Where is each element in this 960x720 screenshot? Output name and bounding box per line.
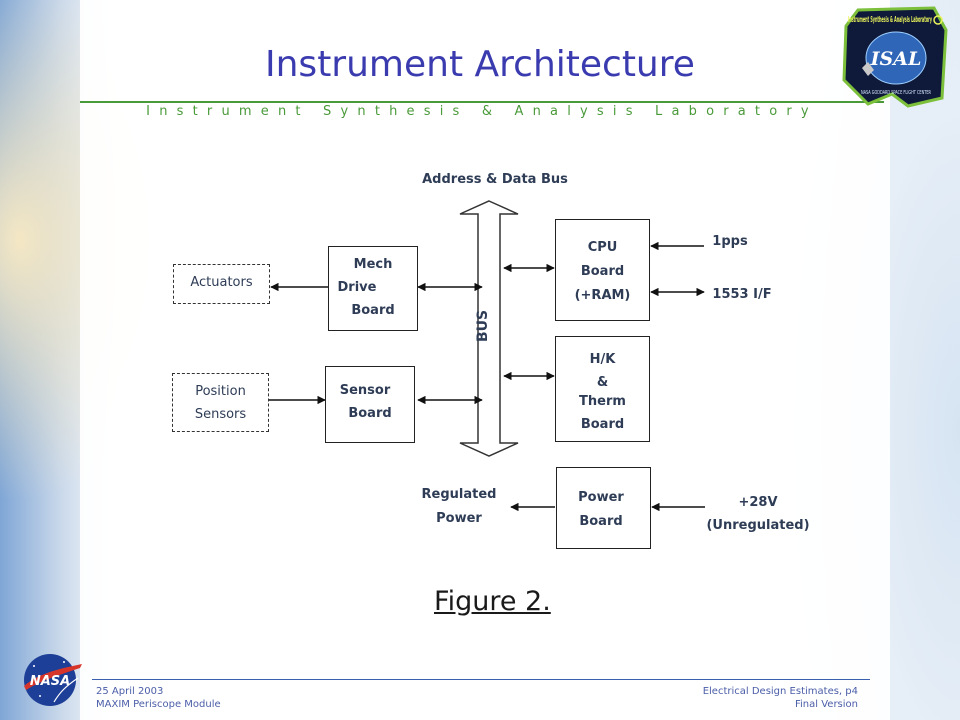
cpu-board-line1: CPU [587, 240, 618, 255]
input-power-line1: +28V [738, 495, 778, 510]
isal-logo: ISAL Instrument Synthesis & Analysis Lab… [842, 6, 948, 108]
lab-subtitle: Instrument Synthesis & Analysis Laborato… [146, 104, 818, 119]
bus-header: Address & Data Bus [422, 172, 568, 187]
footer-version: Final Version [795, 699, 858, 710]
regulated-power-line1: Regulated [421, 487, 497, 502]
hk-therm-board: H/K & Therm Board [555, 336, 650, 442]
regulated-power-line2: Power [436, 511, 482, 526]
bus-label: BUS [475, 309, 491, 342]
pps-label: 1pps [712, 234, 748, 249]
slide-title: Instrument Architecture [265, 44, 695, 85]
position-sensors-box: Position Sensors [172, 373, 269, 432]
footer-date: 25 April 2003 [96, 686, 164, 697]
power-board: Power Board [556, 467, 651, 549]
cpu-board-line3: (+RAM) [574, 288, 631, 303]
hk-line4: Board [580, 417, 625, 432]
mech-drive-line2: Drive [337, 280, 377, 295]
isal-logo-ring-text: Instrument Synthesis & Analysis Laborato… [848, 15, 932, 24]
footer-project: MAXIM Periscope Module [96, 699, 221, 710]
footer-right: Electrical Design Estimates, p4 Final Ve… [703, 685, 858, 711]
actuators-box: Actuators [173, 264, 270, 304]
footer-section: Electrical Design Estimates, p4 [702, 686, 858, 697]
position-sensors-line2: Sensors [194, 407, 247, 422]
cpu-board-line2: Board [580, 264, 625, 279]
sensor-board-line1: Sensor [339, 383, 391, 398]
hk-line1: H/K [589, 352, 616, 367]
nasa-logo-text: NASA [30, 674, 70, 689]
hk-line2: & [596, 375, 609, 390]
nasa-logo: NASA [24, 654, 82, 706]
input-power-line2: (Unregulated) [706, 518, 810, 533]
footer-rule [92, 679, 870, 680]
bus-arrow [459, 200, 519, 457]
mech-drive-board: Mech Drive Board [328, 246, 418, 331]
cpu-board: CPU Board (+RAM) [555, 219, 650, 321]
sensor-board: Sensor Board [325, 366, 415, 443]
power-board-line1: Power [578, 490, 624, 505]
interface-1553-label: 1553 I/F [712, 287, 772, 302]
footer-left: 25 April 2003 MAXIM Periscope Module [96, 685, 221, 711]
hk-line3: Therm [579, 394, 626, 409]
isal-logo-lower-text: NASA GODDARD SPACE FLIGHT CENTER [861, 90, 931, 96]
position-sensors-line1: Position [195, 384, 246, 399]
mech-drive-line3: Board [351, 303, 395, 318]
isal-logo-text: ISAL [870, 48, 922, 70]
title-rule [80, 101, 884, 103]
mech-drive-line1: Mech [353, 257, 393, 272]
sensor-board-line2: Board [348, 406, 392, 421]
figure-caption: Figure 2. [434, 586, 551, 617]
power-board-line2: Board [579, 514, 623, 529]
actuators-label: Actuators [190, 275, 253, 290]
